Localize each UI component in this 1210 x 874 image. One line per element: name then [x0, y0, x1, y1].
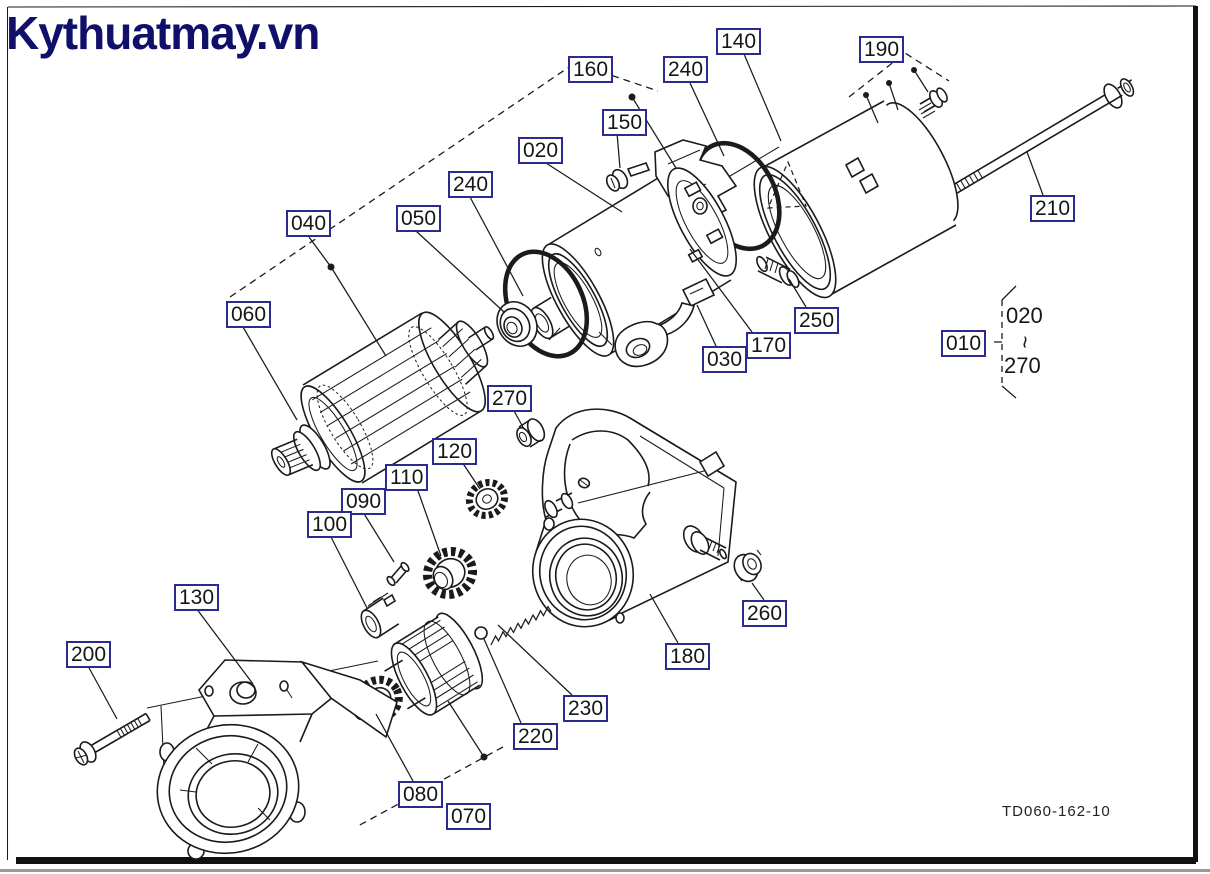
- leader-080: [375, 713, 414, 782]
- callout-230: 230: [563, 695, 609, 722]
- stud-250-drawing: [756, 255, 800, 289]
- leader-200: [87, 665, 118, 720]
- leader-110: [416, 487, 442, 557]
- callout-070: 070: [446, 803, 492, 830]
- callout-180: 180: [665, 643, 711, 670]
- leader-170: [689, 248, 753, 333]
- nut-270-drawing: [516, 418, 546, 448]
- gear-120-drawing: [465, 479, 509, 519]
- leader-090: [362, 511, 395, 563]
- callout-060: 060: [226, 301, 272, 328]
- leader-210: [1026, 151, 1044, 196]
- leader-240-top: [689, 82, 725, 157]
- callout-190: 190: [859, 36, 905, 63]
- callout-210: 210: [1030, 195, 1076, 222]
- armature-040-drawing: [270, 311, 495, 484]
- leader-190b: [888, 82, 899, 111]
- callout-250: 250: [794, 307, 840, 334]
- callout-240-left: 240: [448, 171, 494, 198]
- callout-030: 030: [702, 346, 748, 373]
- drive-clutch-080-drawing: [352, 612, 484, 723]
- page-bottom-strip: [0, 869, 1210, 872]
- bearing-050-drawing: [496, 301, 538, 347]
- leader-160: [631, 96, 677, 169]
- leader-240-left: [469, 196, 524, 297]
- callout-080: 080: [398, 781, 444, 808]
- brush-holder-170-drawing: [654, 139, 738, 277]
- callout-150: 150: [602, 109, 648, 136]
- callout-050: 050: [396, 205, 442, 232]
- callout-040: 040: [286, 210, 332, 237]
- site-logo: Kythuatmay.vn: [6, 7, 320, 59]
- callout-220: 220: [513, 723, 559, 750]
- callout-160: 160: [568, 56, 614, 83]
- leader-100: [329, 534, 368, 609]
- gear-110-drawing: [422, 547, 478, 599]
- leader-270: [512, 408, 525, 430]
- front-bracket-130-drawing: [156, 659, 398, 860]
- end-housing-140-drawing: [753, 100, 959, 299]
- drawing-number: TD060-162-10: [1002, 803, 1111, 820]
- gear-housing-180-drawing: [531, 408, 737, 628]
- leader-260: [751, 582, 765, 601]
- leader-230: [497, 624, 573, 696]
- leader-180: [649, 593, 679, 644]
- drawing-frame: [0, 5, 1210, 872]
- pin-090-drawing: [386, 561, 410, 587]
- callout-200: 200: [66, 641, 112, 668]
- leader-250: [788, 278, 807, 308]
- callout-140: 140: [716, 28, 762, 55]
- callout-170: 170: [746, 332, 792, 359]
- leader-040b: [330, 266, 387, 357]
- leader-050: [415, 230, 505, 313]
- callout-240-top: 240: [663, 56, 709, 83]
- through-bolt-210-drawing: [947, 78, 1135, 197]
- callout-100: 100: [307, 511, 353, 538]
- frame-bottom-bar: [16, 857, 1196, 864]
- callout-110: 110: [385, 464, 429, 491]
- callout-020: 020: [518, 137, 564, 164]
- screw-150-drawing: [605, 162, 651, 192]
- leader-020: [545, 162, 623, 213]
- leader-060: [242, 326, 298, 421]
- legend-range-end: 270: [1004, 353, 1041, 378]
- leader-220: [483, 638, 522, 724]
- group-bracket-040: [229, 62, 659, 298]
- coupler-100-drawing: [360, 592, 400, 639]
- leader-130: [195, 607, 254, 685]
- callout-130: 130: [174, 584, 220, 611]
- leader-040a: [308, 236, 332, 268]
- legend-assembly-010: 010: [941, 330, 987, 357]
- ball-220-drawing: [474, 626, 488, 640]
- bolt-200-drawing: [73, 712, 151, 766]
- leader-190a: [865, 94, 879, 124]
- leader-lines: [87, 52, 1044, 827]
- legend-range-start: 020: [1006, 303, 1043, 328]
- terminal-030-drawing: [614, 277, 716, 368]
- leader-dot-070: [480, 753, 488, 761]
- group-bracket-070: [357, 746, 504, 827]
- nut-260-drawing: [733, 549, 762, 583]
- leader-150: [616, 132, 621, 169]
- leader-140: [743, 53, 782, 142]
- callout-260: 260: [742, 600, 788, 627]
- leader-030: [696, 304, 717, 347]
- callout-270: 270: [487, 385, 533, 412]
- spring-230-drawing: [490, 605, 552, 646]
- leader-120: [461, 461, 481, 490]
- leader-070: [447, 700, 485, 758]
- leader-190c: [913, 69, 929, 93]
- callout-090: 090: [341, 488, 387, 515]
- legend-range-separator: ~: [1012, 335, 1038, 349]
- callout-120: 120: [432, 438, 478, 465]
